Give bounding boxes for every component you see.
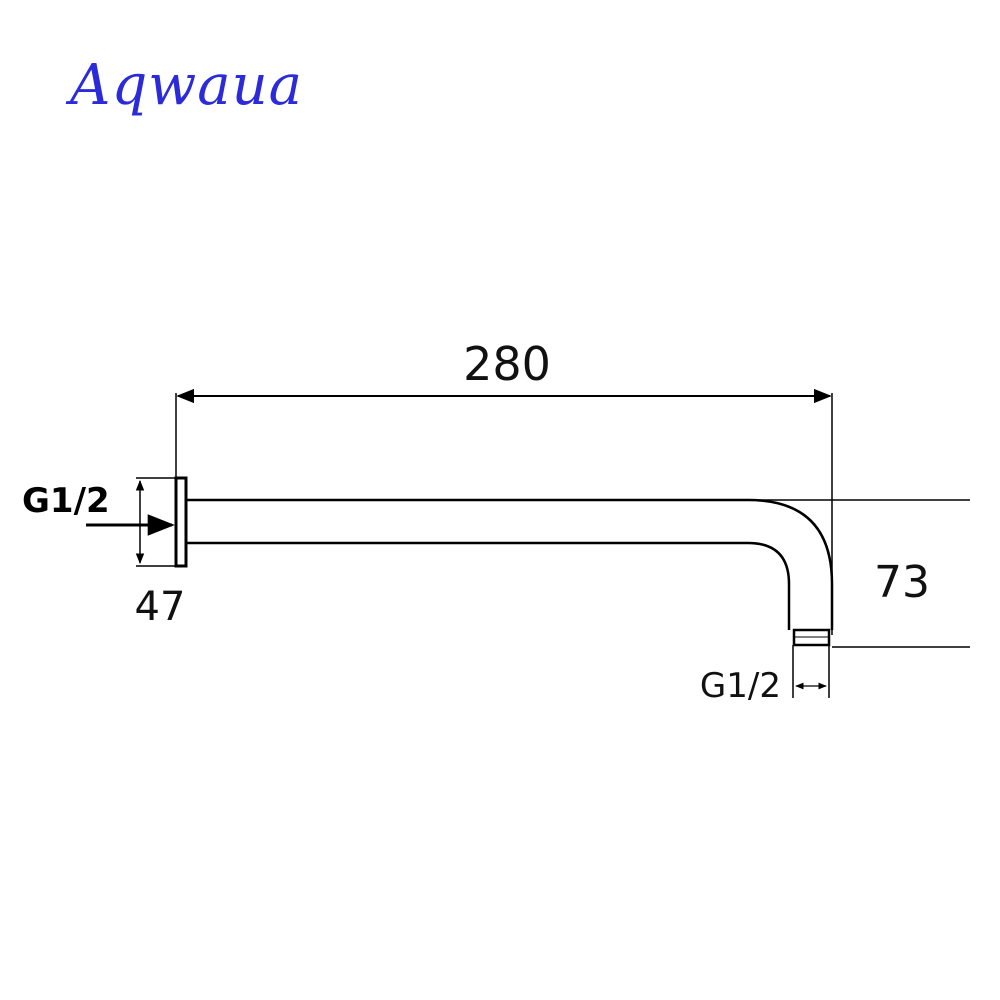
- pipe-bottom-edge: [186, 541, 791, 630]
- inlet-thread-callout: G1/2: [22, 481, 175, 536]
- flange-body: [174, 476, 188, 568]
- brand-logo-text: Aqwaua: [70, 53, 304, 118]
- outlet-thread-dimension: G1/2: [700, 645, 830, 706]
- length-dimension: 280: [175, 337, 833, 635]
- inlet-thread-label: G1/2: [22, 481, 110, 521]
- drop-height-dimension: 73: [752, 499, 970, 648]
- pipe-arm: [186, 498, 834, 647]
- pipe-top-edge: [186, 498, 834, 630]
- flange-diameter-label: 47: [135, 584, 186, 630]
- wall-flange: 47: [135, 476, 188, 630]
- drop-height-label: 73: [874, 557, 930, 608]
- length-label: 280: [463, 337, 551, 391]
- outlet-thread-label: G1/2: [700, 666, 781, 706]
